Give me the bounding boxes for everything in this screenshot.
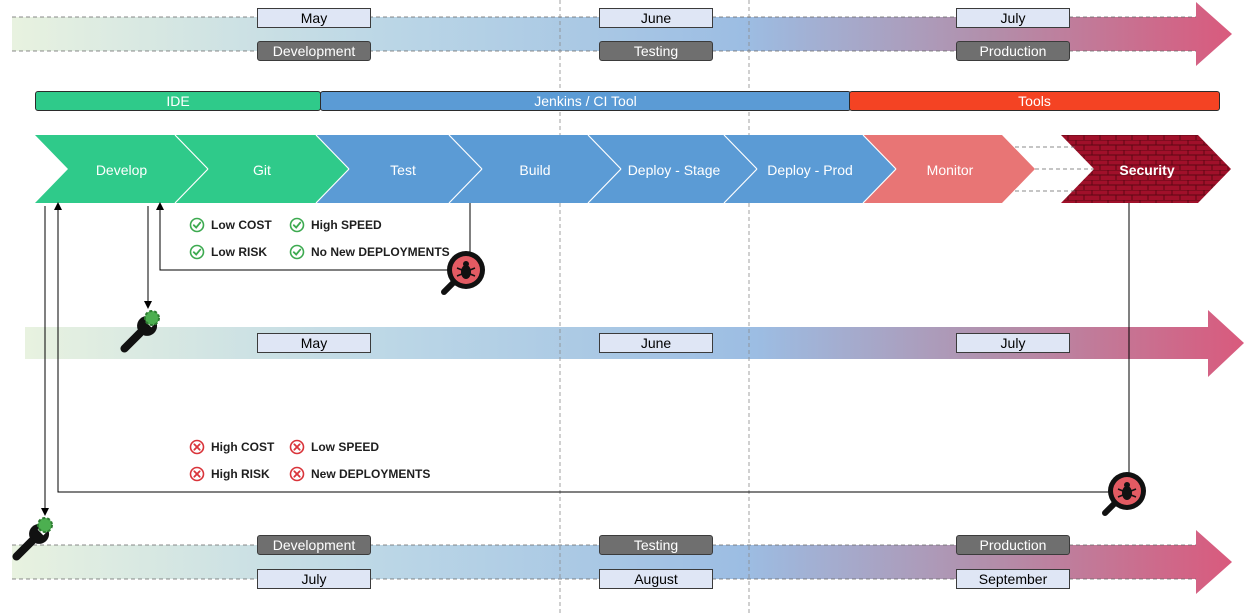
bad-item: Low SPEED [289, 439, 379, 455]
stage-test: Test [390, 162, 416, 178]
check-circle-icon [289, 244, 305, 260]
chevron-deploy-prod [724, 135, 896, 203]
stage-security: Security [1119, 162, 1175, 178]
tool-tools: Tools [849, 91, 1220, 111]
mid-month-july: July [956, 333, 1070, 353]
x-circle-icon [289, 439, 305, 455]
stage-develop: Develop [95, 162, 148, 178]
bug-magnifier-icon [1102, 472, 1146, 516]
good-item: No New DEPLOYMENTS [289, 244, 450, 260]
mid-month-june: June [599, 333, 713, 353]
top-month-june: June [599, 8, 713, 28]
bad-item: High COST [189, 439, 274, 455]
good-item-label: High SPEED [311, 218, 382, 232]
chevron-deploy-stage [588, 135, 757, 203]
gear-icon [144, 310, 160, 326]
chevron-monitor [863, 135, 1035, 203]
x-circle-icon [289, 466, 305, 482]
bottom-month-september: September [956, 569, 1070, 589]
feedback-lines [41, 202, 1130, 516]
bottom-phase-development: Development [257, 535, 371, 555]
chevron-develop [35, 135, 208, 203]
chevron-test [316, 135, 482, 203]
good-item-label: No New DEPLOYMENTS [311, 245, 450, 259]
bottom-month-august: August [599, 569, 713, 589]
bottom-phase-testing: Testing [599, 535, 713, 555]
bad-item-label: New DEPLOYMENTS [311, 467, 431, 481]
chevron-git [175, 135, 349, 203]
mid-month-may: May [257, 333, 371, 353]
stage-monitor: Monitor [926, 162, 974, 178]
bad-item: High RISK [189, 466, 270, 482]
stage-deploy-stage: Deploy - Stage [627, 162, 721, 178]
bad-item: New DEPLOYMENTS [289, 466, 430, 482]
stage-deploy-prod: Deploy - Prod [767, 162, 853, 178]
good-item-label: Low COST [211, 218, 272, 232]
top-phase-production: Production [956, 41, 1070, 61]
check-circle-icon [189, 244, 205, 260]
good-item: Low COST [189, 217, 272, 233]
top-phase-development: Development [257, 41, 371, 61]
bad-item-label: High COST [211, 440, 275, 454]
gear-icon [37, 517, 53, 533]
chevron-build [449, 135, 621, 203]
pipeline-chevrons [35, 134, 1231, 204]
stage-git: Git [253, 162, 271, 178]
top-phase-testing: Testing [599, 41, 713, 61]
good-item-label: Low RISK [211, 245, 267, 259]
bad-item-label: Low SPEED [311, 440, 380, 454]
top-month-may: May [257, 8, 371, 28]
x-circle-icon [189, 466, 205, 482]
tool-ci: Jenkins / CI Tool [320, 91, 851, 111]
top-month-july: July [956, 8, 1070, 28]
x-circle-icon [189, 439, 205, 455]
good-item: Low RISK [189, 244, 267, 260]
bottom-phase-production: Production [956, 535, 1070, 555]
good-item: High SPEED [289, 217, 382, 233]
tool-ide: IDE [35, 91, 321, 111]
check-circle-icon [189, 217, 205, 233]
chevron-security [1061, 135, 1231, 203]
check-circle-icon [289, 217, 305, 233]
bad-item-label: High RISK [211, 467, 270, 481]
stage-build: Build [519, 162, 551, 178]
bug-magnifier-icon [441, 251, 485, 295]
bottom-month-july: July [257, 569, 371, 589]
